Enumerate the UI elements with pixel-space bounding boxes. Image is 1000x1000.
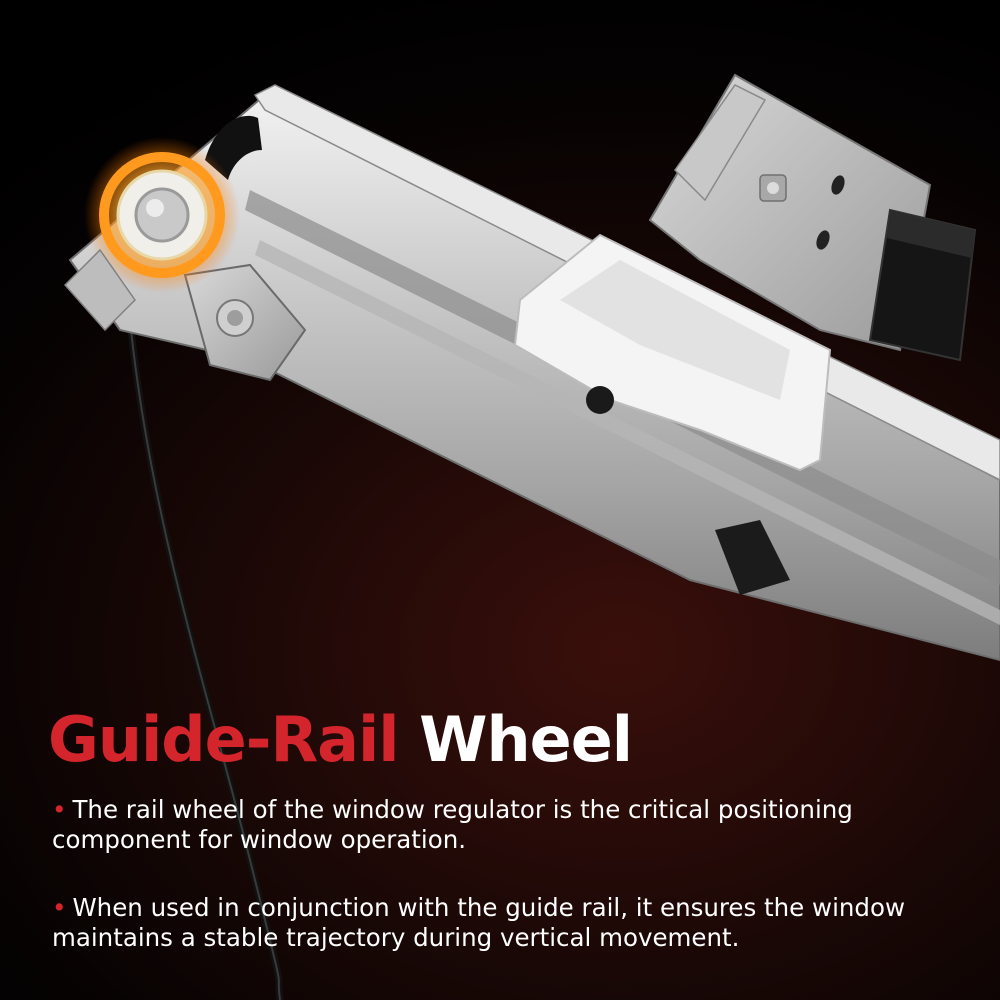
headline: Guide-Rail Wheel	[48, 700, 968, 780]
bullet-icon: •	[52, 795, 67, 824]
feature-text: The rail wheel of the window regulator i…	[52, 795, 853, 854]
headline-rest: Wheel	[419, 703, 633, 776]
headline-accent: Guide-Rail	[48, 703, 400, 776]
guide-rail-wheel	[99, 152, 225, 278]
feature-item: •The rail wheel of the window regulator …	[52, 795, 962, 855]
bullet-icon: •	[52, 893, 67, 922]
feature-text: When used in conjunction with the guide …	[52, 893, 905, 952]
feature-item: •When used in conjunction with the guide…	[52, 893, 962, 953]
feature-list: •The rail wheel of the window regulator …	[52, 795, 962, 991]
